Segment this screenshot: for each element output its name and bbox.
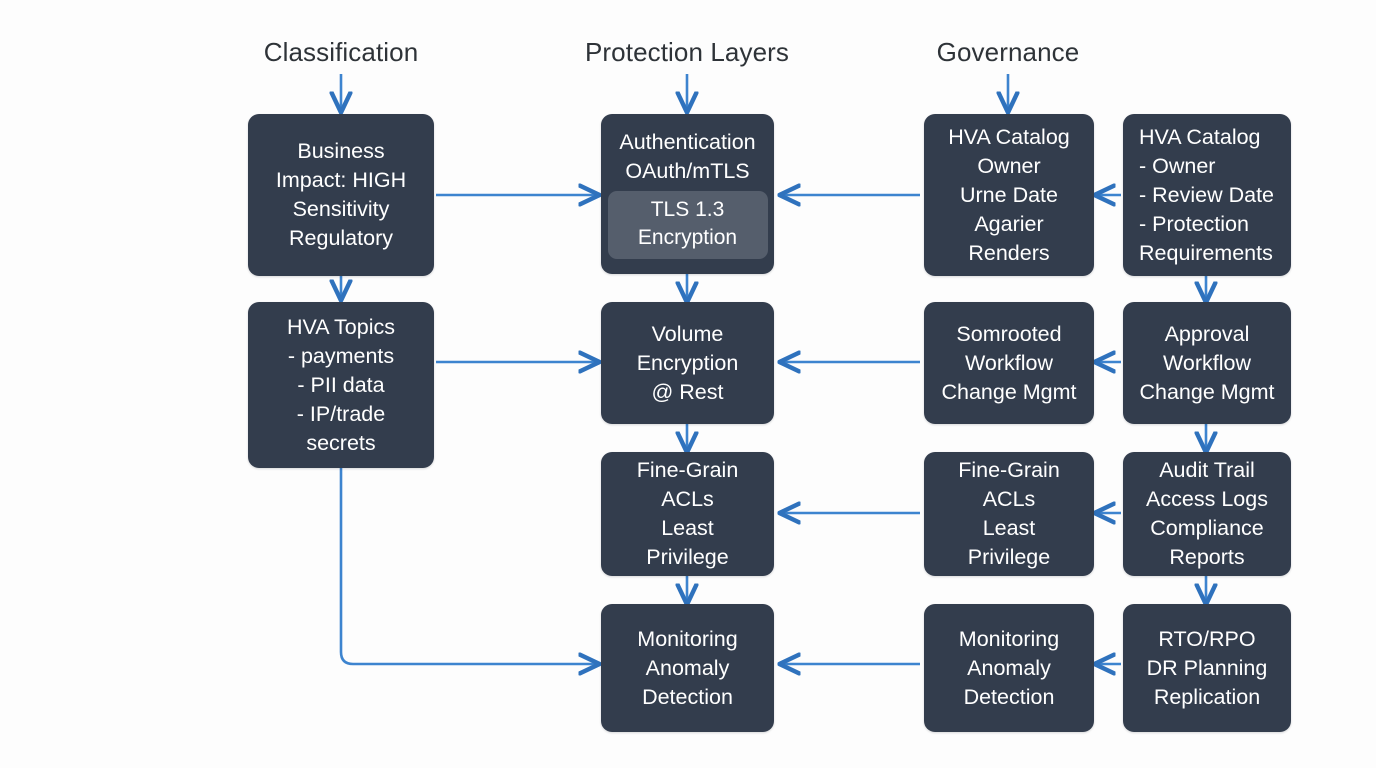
subpanel-line: Encryption bbox=[637, 226, 738, 249]
node-somrooted-workflow[interactable]: Somrooted Workflow Change Mgmt bbox=[924, 302, 1094, 424]
node-hva-topics[interactable]: HVA Topics - payments - PII data - IP/tr… bbox=[248, 302, 434, 468]
node-line: Fine-Grain bbox=[636, 458, 739, 482]
node-line: Somrooted bbox=[956, 321, 1062, 346]
node-line: Privilege bbox=[967, 545, 1051, 569]
node-rto-rpo[interactable]: RTO/RPO DR Planning Replication bbox=[1123, 604, 1291, 732]
node-line: - Review Date bbox=[1139, 182, 1275, 207]
node-line: Replication bbox=[1153, 684, 1261, 709]
node-line: Workflow bbox=[964, 350, 1053, 375]
node-line: Monitoring bbox=[637, 626, 738, 651]
node-line: Access Logs bbox=[1146, 487, 1268, 511]
node-line: Agarier bbox=[974, 211, 1044, 236]
node-tls-encryption-subpanel[interactable]: TLS 1.3 Encryption bbox=[607, 191, 768, 259]
node-line: Sensitivity bbox=[292, 197, 390, 221]
node-line: HVA Topics bbox=[287, 314, 395, 339]
node-line: Monitoring bbox=[958, 626, 1060, 651]
node-line: Authentication bbox=[619, 130, 756, 154]
node-fine-grain-acls-protection[interactable]: Fine-Grain ACLs Least Privilege bbox=[601, 452, 774, 576]
node-line: Workflow bbox=[1162, 350, 1251, 375]
node-line: Detection bbox=[963, 684, 1055, 709]
node-line: Change Mgmt bbox=[941, 379, 1077, 404]
node-line: Volume bbox=[651, 321, 724, 346]
node-line: ACLs bbox=[982, 487, 1036, 511]
node-line: HVA Catalog bbox=[948, 124, 1070, 149]
node-hva-catalog-requirements[interactable]: HVA Catalog - Owner - Review Date - Prot… bbox=[1123, 114, 1291, 276]
node-line: Renders bbox=[968, 240, 1050, 265]
node-line: secrets bbox=[306, 430, 376, 455]
node-line: Audit Trail bbox=[1159, 458, 1255, 482]
arrow-hva-topics-to-monitoring-elbow bbox=[339, 468, 597, 664]
node-line: - IP/trade bbox=[296, 401, 386, 426]
node-approval-workflow[interactable]: Approval Workflow Change Mgmt bbox=[1123, 302, 1291, 424]
node-line: Encryption bbox=[636, 350, 739, 375]
node-line: Least bbox=[982, 516, 1036, 540]
node-line: Detection bbox=[642, 684, 733, 709]
node-line: @ Rest bbox=[651, 379, 724, 404]
node-line: - payments bbox=[287, 343, 395, 368]
node-line: Reports bbox=[1169, 545, 1245, 569]
node-monitoring-governance[interactable]: Monitoring Anomaly Detection bbox=[924, 604, 1094, 732]
node-line: DR Planning bbox=[1146, 655, 1268, 680]
node-line: - Owner bbox=[1139, 153, 1216, 178]
node-line: Change Mgmt bbox=[1139, 379, 1275, 404]
node-line: Business bbox=[297, 139, 385, 163]
node-line: Anomaly bbox=[967, 655, 1051, 680]
node-line: Approval bbox=[1164, 321, 1250, 346]
node-line: Least bbox=[661, 516, 714, 540]
column-header-governance: Governance bbox=[936, 37, 1080, 67]
node-line: Compliance bbox=[1150, 516, 1264, 540]
column-header-classification: Classification bbox=[263, 37, 419, 67]
node-line: RTO/RPO bbox=[1158, 626, 1256, 651]
node-line: Requirements bbox=[1139, 240, 1273, 265]
node-line: - PII data bbox=[297, 372, 385, 397]
column-header-protection-layers: Protection Layers bbox=[584, 37, 790, 67]
node-line: - Protection bbox=[1139, 211, 1249, 236]
node-line: Fine-Grain bbox=[958, 458, 1060, 482]
node-line: Anomaly bbox=[645, 655, 730, 680]
node-line: Privilege bbox=[646, 545, 729, 569]
node-business-impact[interactable]: Business Impact: HIGH Sensitivity Regula… bbox=[248, 114, 434, 276]
node-line: Impact: HIGH bbox=[275, 168, 407, 192]
node-hva-catalog-owner[interactable]: HVA Catalog Owner Urne Date Agarier Rend… bbox=[924, 114, 1094, 276]
subpanel-line: TLS 1.3 bbox=[650, 198, 725, 221]
node-audit-trail[interactable]: Audit Trail Access Logs Compliance Repor… bbox=[1123, 452, 1291, 576]
node-line: ACLs bbox=[661, 487, 714, 511]
node-authentication[interactable]: Authentication OAuth/mTLS TLS 1.3 Encryp… bbox=[601, 114, 774, 274]
node-monitoring-protection[interactable]: Monitoring Anomaly Detection bbox=[601, 604, 774, 732]
node-line: HVA Catalog bbox=[1139, 124, 1261, 149]
node-volume-encryption[interactable]: Volume Encryption @ Rest bbox=[601, 302, 774, 424]
node-line: Urne Date bbox=[960, 182, 1058, 207]
node-line: Owner bbox=[977, 153, 1041, 178]
node-line: Regulatory bbox=[289, 226, 393, 250]
node-fine-grain-acls-governance[interactable]: Fine-Grain ACLs Least Privilege bbox=[924, 452, 1094, 576]
node-line: OAuth/mTLS bbox=[625, 159, 750, 183]
